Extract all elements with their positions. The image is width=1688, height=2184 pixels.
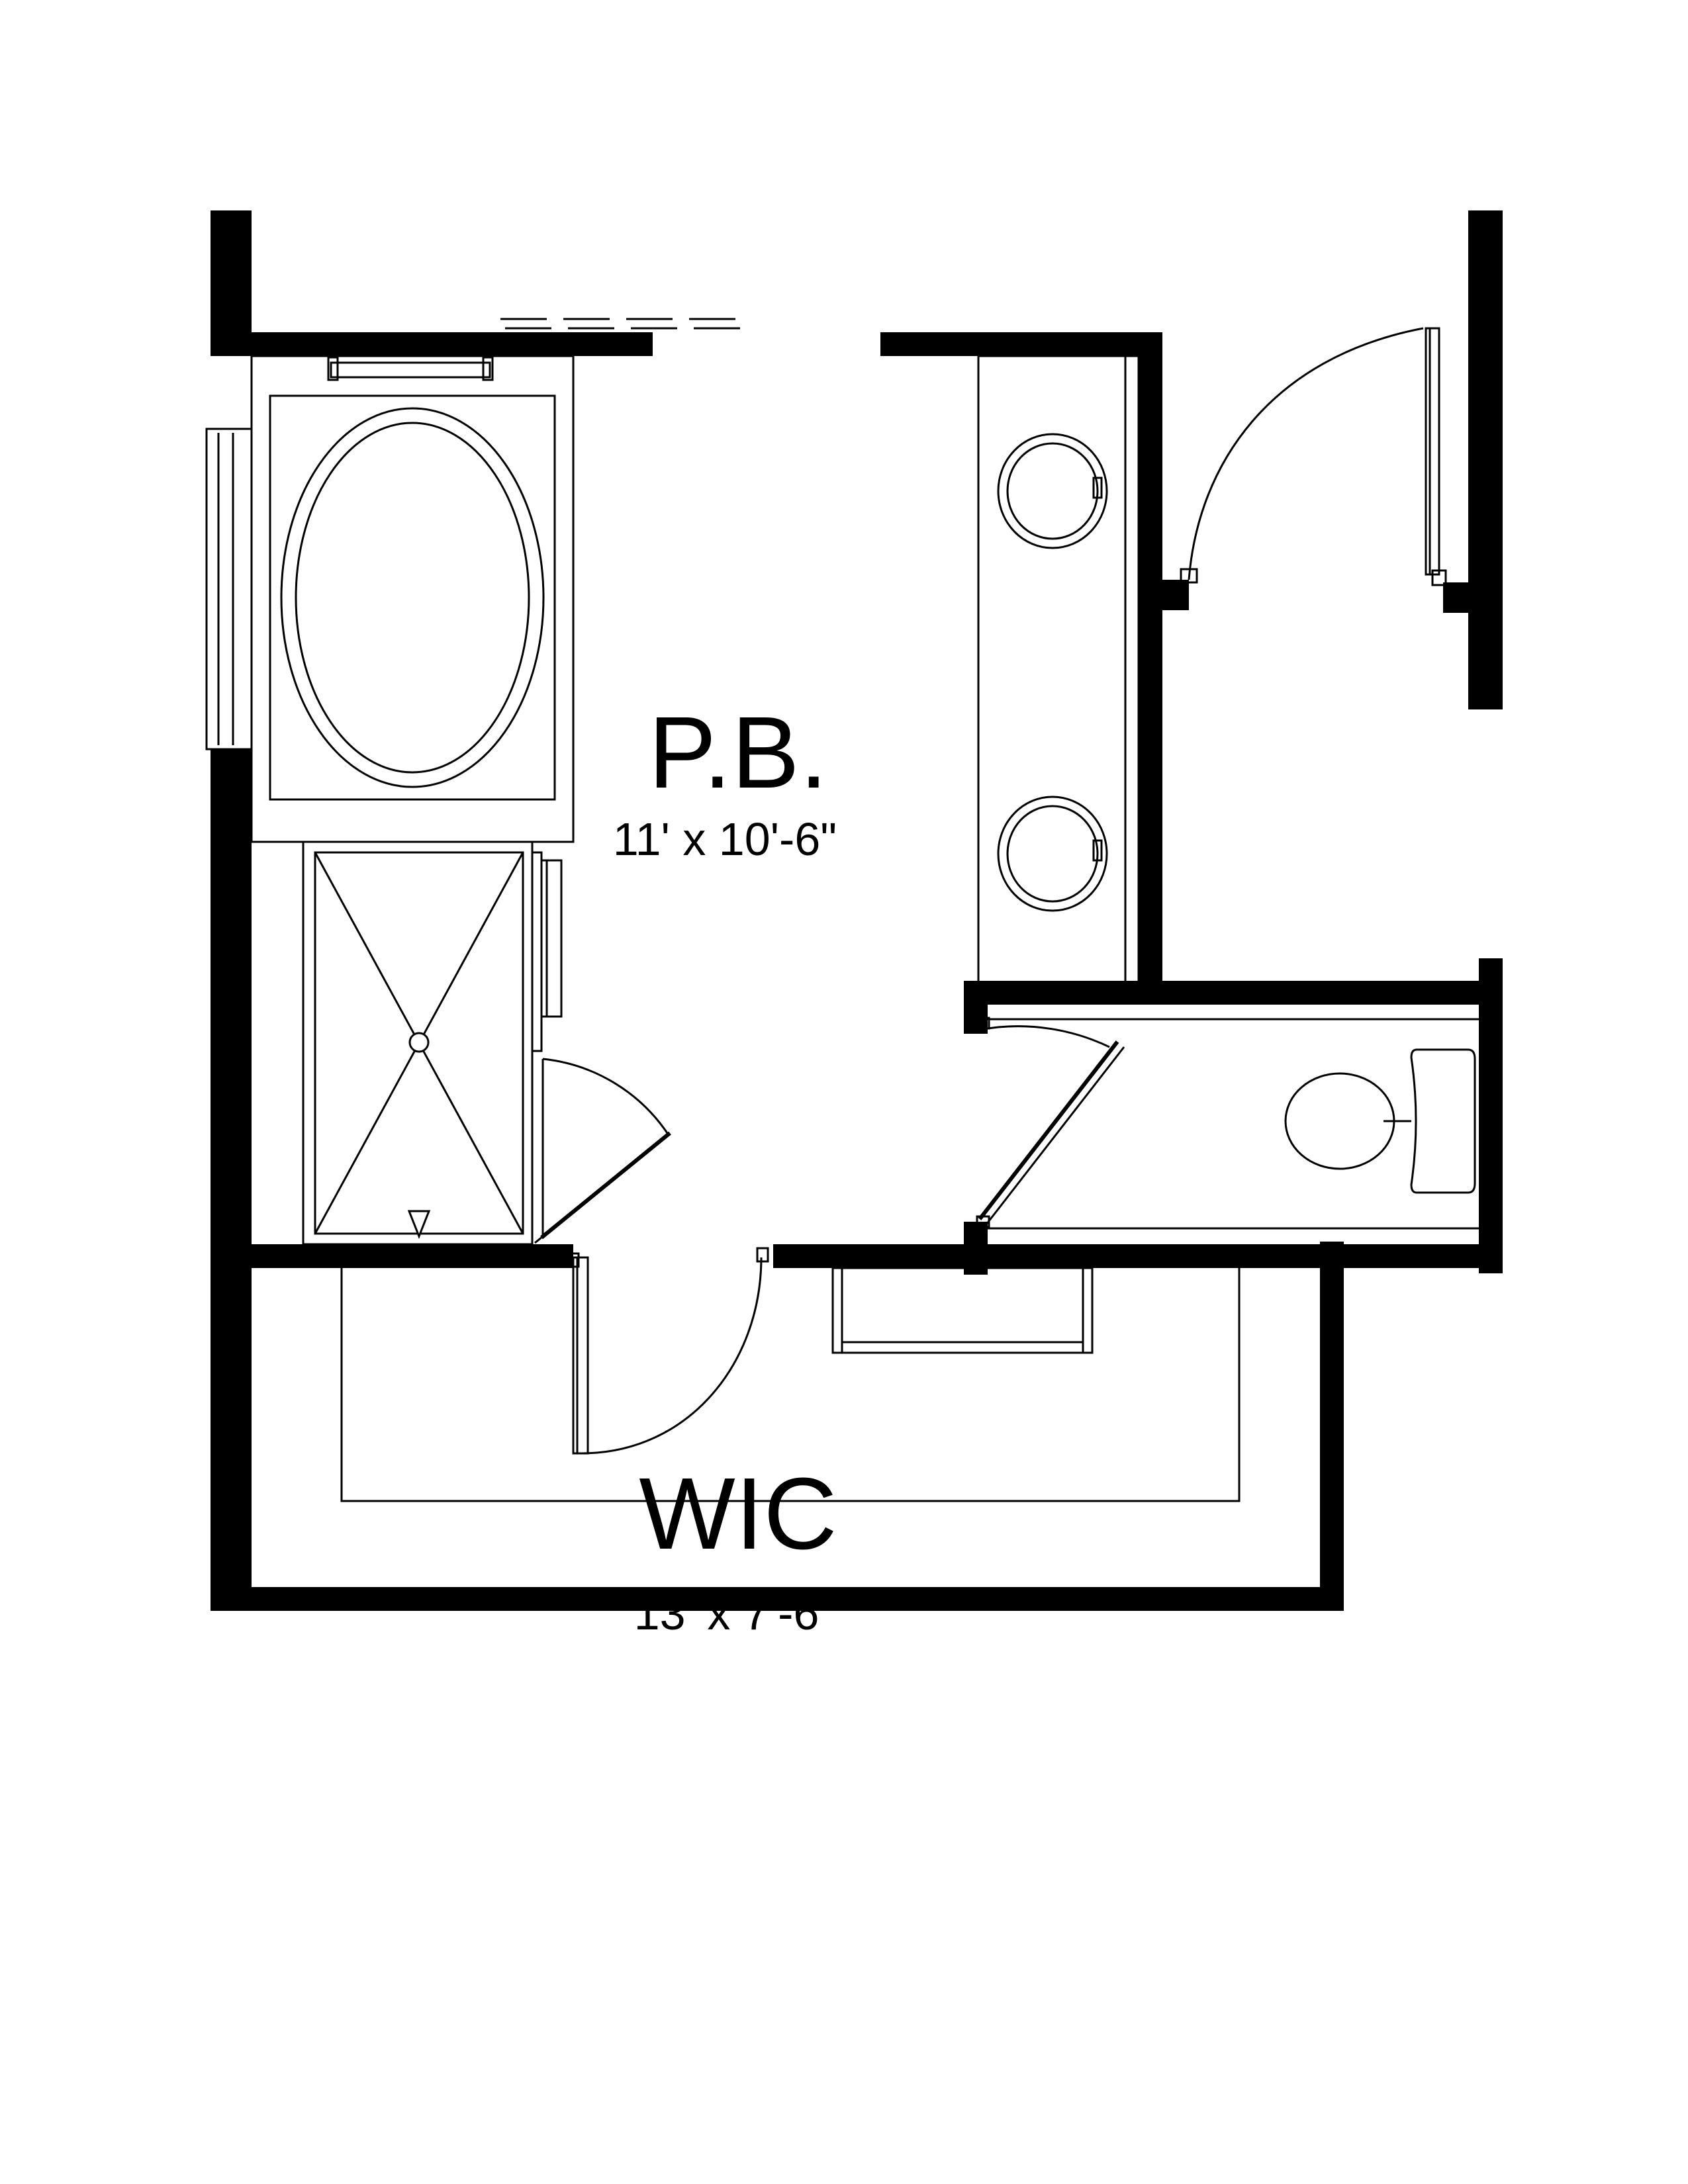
closet-shelving bbox=[340, 1267, 1241, 1502]
closet-built-in bbox=[831, 1267, 1094, 1354]
shower-door[interactable] bbox=[534, 1058, 671, 1244]
primary-bath-name: P.B. bbox=[648, 696, 827, 809]
entry-door[interactable] bbox=[1180, 327, 1447, 586]
room-labels: P.B. 11' x 10'-6" WIC 13' x 7'-6" bbox=[613, 696, 837, 1639]
wc-door[interactable] bbox=[976, 1017, 1125, 1228]
wic-name: WIC bbox=[639, 1457, 837, 1570]
primary-bath-dimensions: 11' x 10'-6" bbox=[613, 813, 837, 865]
wall-vanity-right bbox=[1139, 332, 1162, 989]
wic-door[interactable] bbox=[567, 1247, 769, 1455]
double-vanity bbox=[977, 355, 1140, 983]
windows bbox=[205, 318, 743, 751]
shower-drain-icon bbox=[408, 1032, 430, 1053]
shower-head-icon bbox=[407, 1210, 431, 1240]
wall-right-stub-jamb bbox=[1443, 582, 1503, 613]
sink-upper bbox=[997, 433, 1108, 549]
toilet-bowl-icon bbox=[1284, 1072, 1395, 1170]
wall-top-right-segment bbox=[880, 332, 1162, 356]
tub-deck bbox=[269, 394, 556, 801]
wall-bath-wic-right bbox=[773, 1244, 1503, 1268]
wall-bottom bbox=[211, 1587, 1344, 1611]
wic-dimensions: 13' x 7'-6" bbox=[634, 1588, 836, 1639]
water-closet bbox=[988, 1018, 1479, 1230]
left-wall-window bbox=[205, 428, 253, 751]
walls bbox=[211, 210, 1503, 1611]
closet-shelf-outline bbox=[340, 1268, 1241, 1502]
shower-glass-panel bbox=[531, 851, 543, 1052]
wall-top-left bbox=[211, 332, 653, 356]
wall-bath-wic-left bbox=[252, 1244, 573, 1268]
tub-basin-outer bbox=[280, 407, 545, 788]
wall-right-stub bbox=[1468, 210, 1503, 709]
top-window-dashed bbox=[499, 318, 743, 330]
sink-lower-inner bbox=[1006, 805, 1099, 903]
wall-wic-right bbox=[1320, 1242, 1344, 1611]
tub-basin-inner bbox=[295, 422, 530, 774]
tub-deck-outer bbox=[250, 355, 575, 843]
bathtub bbox=[250, 355, 575, 843]
vanity-counter bbox=[977, 355, 1140, 983]
wall-wc-top bbox=[964, 981, 1501, 1005]
sink-lower bbox=[997, 796, 1108, 912]
sink-upper-inner bbox=[1006, 442, 1099, 540]
toilet-tank-icon bbox=[1410, 1048, 1476, 1194]
wall-wc-right bbox=[1479, 958, 1503, 1273]
faucet-upper-icon bbox=[1092, 477, 1103, 499]
wall-wc-jamb-top bbox=[964, 981, 988, 1034]
wall-left-upper-stub bbox=[211, 210, 252, 339]
faucet-lower-icon bbox=[1092, 839, 1103, 862]
wall-door-jamb bbox=[1139, 580, 1189, 610]
wall-left-main bbox=[211, 748, 252, 1608]
shower bbox=[302, 841, 563, 1246]
tub-faucet bbox=[330, 361, 491, 379]
